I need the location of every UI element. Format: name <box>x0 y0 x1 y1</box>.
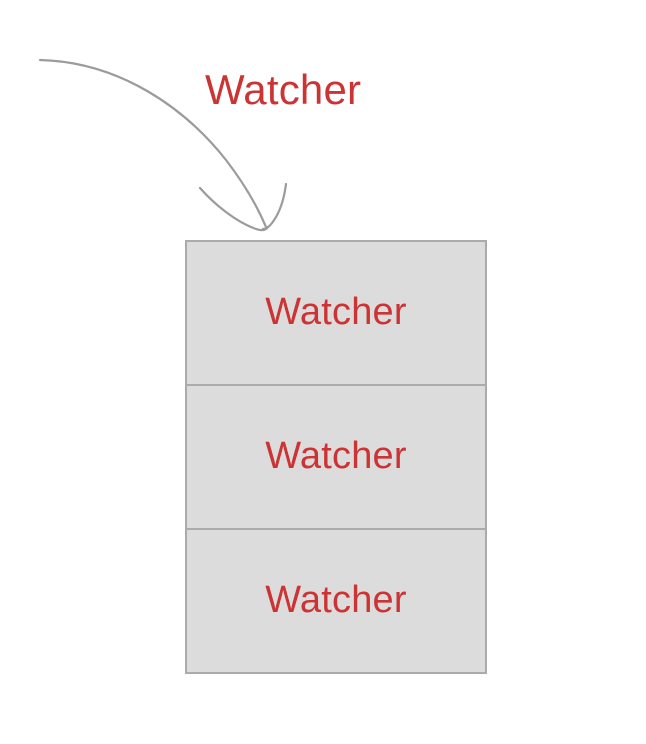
watcher-box-1[interactable]: Watcher <box>187 242 485 386</box>
watcher-box-1-label: Watcher <box>265 291 407 334</box>
watcher-box-2-label: Watcher <box>265 435 407 478</box>
watcher-box-3[interactable]: Watcher <box>187 530 485 672</box>
watcher-stack: Watcher Watcher Watcher <box>185 240 487 674</box>
annotation-label-watcher: Watcher <box>205 66 362 113</box>
arrowhead-right-barb-path <box>261 182 288 231</box>
watcher-box-3-label: Watcher <box>265 579 407 622</box>
arrowhead-left-barb-path <box>198 186 270 232</box>
watcher-box-2[interactable]: Watcher <box>187 386 485 530</box>
